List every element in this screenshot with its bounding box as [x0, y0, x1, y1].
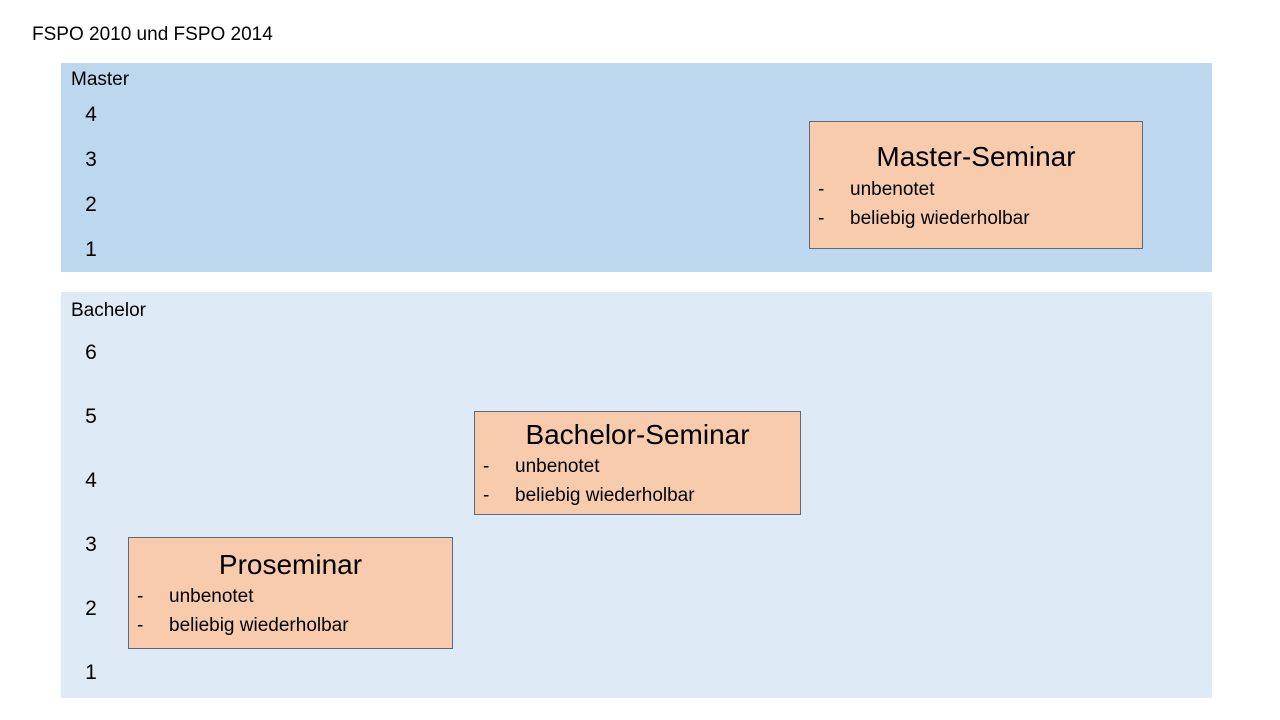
proseminar-item-text: unbenotet [169, 586, 254, 607]
bachelor-semester-6: 6 [85, 341, 97, 364]
bachelor-panel: Bachelor 6 5 4 3 2 1 Bachelor-Seminar - u… [61, 292, 1212, 698]
master-seminar-item-text: unbenotet [850, 179, 935, 200]
master-seminar-item-text: beliebig wiederholbar [850, 208, 1030, 229]
bullet-dash: - [818, 208, 825, 229]
bachelor-semester-2: 2 [85, 597, 97, 620]
bullet-dash: - [483, 485, 490, 506]
bachelor-seminar-title: Bachelor-Seminar [525, 419, 750, 450]
bachelor-label: Bachelor [71, 300, 146, 321]
master-semester-3: 3 [85, 148, 97, 171]
proseminar-item: - beliebig wiederholbar [137, 615, 349, 637]
bullet-dash: - [483, 456, 490, 477]
bachelor-semester-1: 1 [85, 661, 97, 684]
bachelor-semester-5: 5 [85, 405, 97, 428]
proseminar-item-text: beliebig wiederholbar [169, 615, 349, 636]
master-label: Master [71, 69, 130, 90]
bullet-dash: - [818, 179, 825, 200]
master-semester-4: 4 [85, 103, 97, 126]
bullet-dash: - [137, 586, 144, 607]
page-title: FSPO 2010 und FSPO 2014 [32, 24, 273, 45]
bachelor-seminar-item-text: beliebig wiederholbar [515, 485, 695, 506]
master-seminar-box: Master-Seminar - unbenotet - beliebig wied… [809, 121, 1143, 249]
master-seminar-item: - beliebig wiederholbar [818, 208, 1030, 230]
proseminar-title: Proseminar [218, 549, 363, 580]
proseminar-item: - unbenotet [137, 586, 254, 608]
bachelor-semester-3: 3 [85, 533, 97, 556]
bachelor-semester-4: 4 [85, 469, 97, 492]
bachelor-seminar-item: - beliebig wiederholbar [483, 485, 695, 507]
bachelor-seminar-item: - unbenotet [483, 456, 600, 478]
master-seminar-item: - unbenotet [818, 179, 935, 201]
master-semester-1: 1 [85, 238, 97, 261]
master-panel: Master 4 3 2 1 Master-Seminar - unbenotet… [61, 63, 1212, 272]
bachelor-seminar-item-text: unbenotet [515, 456, 600, 477]
bullet-dash: - [137, 615, 144, 636]
master-semester-2: 2 [85, 193, 97, 216]
proseminar-box: Proseminar - unbenotet - beliebig wiederho… [128, 537, 453, 649]
master-seminar-title: Master-Seminar [876, 141, 1076, 172]
bachelor-seminar-box: Bachelor-Seminar - unbenotet - beliebig wi… [474, 411, 801, 515]
